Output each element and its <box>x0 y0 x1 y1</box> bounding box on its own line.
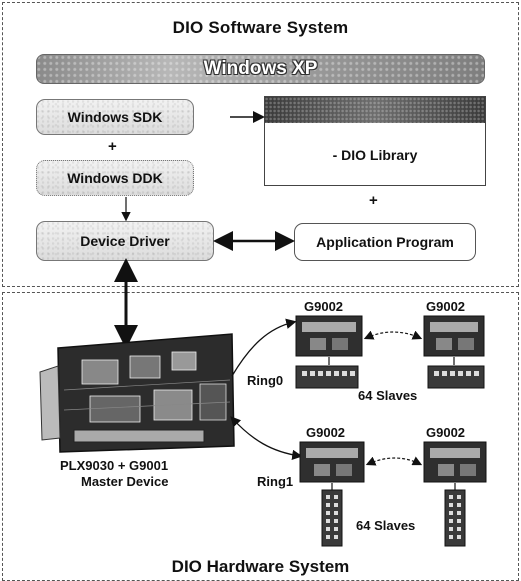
application-program-label: Application Program <box>316 234 454 250</box>
dio-library-header-bar <box>265 97 485 123</box>
ring0-g9002-module-1 <box>295 315 363 357</box>
ring0-slave-board-2 <box>427 365 485 389</box>
ring1-module-2-label: G9002 <box>426 425 466 440</box>
plus-sign-sdk-ddk: + <box>108 138 117 155</box>
ring0-slave-board-1 <box>295 365 359 389</box>
ring0-module-link <box>363 330 423 340</box>
ring1-g9002-module-2 <box>423 441 487 483</box>
ring1-slave-board-2 <box>444 489 466 547</box>
plus-sign-library-app: + <box>369 192 378 209</box>
ring1-module-link <box>365 456 423 466</box>
hardware-system-title: DIO Hardware System <box>171 557 350 576</box>
ring1-link <box>230 416 303 461</box>
windows-xp-bar: Windows XP <box>36 54 485 84</box>
ring0-module-1-label: G9002 <box>304 299 344 314</box>
ring0-link <box>231 318 297 377</box>
windows-sdk-label: Windows SDK <box>67 109 163 125</box>
application-program-box: Application Program <box>294 223 476 261</box>
ring1-slave-board-1 <box>321 489 343 547</box>
device-driver-box: Device Driver <box>36 221 214 261</box>
master-pci-card-image <box>39 333 235 453</box>
ring1-g9002-module-1 <box>299 441 365 483</box>
ring0-g9002-module-2 <box>423 315 485 357</box>
master-device-line2: Master Device <box>81 474 169 489</box>
windows-ddk-label: Windows DDK <box>67 170 163 186</box>
dio-library-label: - DIO Library <box>332 147 418 163</box>
device-driver-label: Device Driver <box>80 233 170 249</box>
ring0-module-2-label: G9002 <box>426 299 466 314</box>
ring1-module-1-label: G9002 <box>306 425 346 440</box>
ring1-label: Ring1 <box>257 474 294 489</box>
ring0-slaves-label: 64 Slaves <box>358 388 418 403</box>
master-device-line1: PLX9030 + G9001 <box>60 458 169 473</box>
dio-library-box: - DIO Library <box>264 96 486 186</box>
windows-sdk-box: Windows SDK <box>36 99 194 135</box>
software-system-panel <box>2 2 519 287</box>
ring1-slaves-label: 64 Slaves <box>356 518 416 533</box>
ring0-label: Ring0 <box>247 373 284 388</box>
software-system-title: DIO Software System <box>172 18 349 37</box>
windows-ddk-box: Windows DDK <box>36 160 194 196</box>
